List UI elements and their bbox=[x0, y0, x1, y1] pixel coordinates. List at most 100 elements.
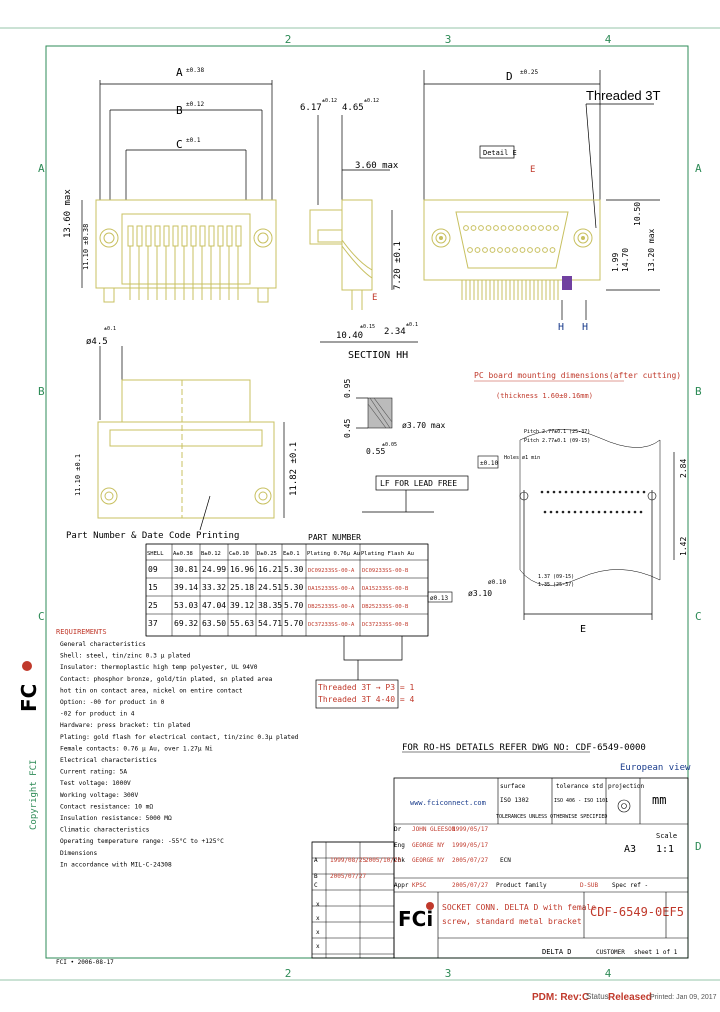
dim-0-55: 0.55 bbox=[366, 447, 385, 456]
sheet-size: A3 bbox=[624, 844, 636, 855]
dim-0-95: 0.95 bbox=[343, 379, 352, 398]
pin-socket bbox=[235, 225, 242, 247]
product-family-label: Product family bbox=[496, 882, 547, 889]
contact-hole bbox=[504, 247, 511, 253]
rev-date-3: 2005/10/20 bbox=[365, 857, 402, 864]
grid-row-left-b: B bbox=[38, 385, 45, 398]
contact-hole bbox=[482, 247, 488, 253]
contact-hole bbox=[530, 225, 537, 231]
status-value: Released bbox=[608, 992, 652, 1003]
svg-text:FCi: FCi bbox=[398, 907, 433, 931]
note-line: Female contacts: 0.76 µ Au, over 1.27µ N… bbox=[60, 745, 213, 752]
dim-2-34-tol: ±0.1 bbox=[406, 322, 418, 328]
pcb-pitch2: Pitch 2.77±0.1 (09-15) bbox=[524, 438, 590, 444]
table-cell: 38.35 bbox=[258, 601, 282, 610]
contact-hole bbox=[542, 247, 548, 253]
note-line: hot tin on contact area, nickel on entir… bbox=[60, 687, 243, 694]
pcb-hole bbox=[618, 490, 622, 494]
pin-socket bbox=[217, 225, 224, 247]
table-cell: 54.71 bbox=[258, 619, 282, 628]
rev-cross: x bbox=[316, 915, 320, 922]
dim-b-tol: ±0.12 bbox=[186, 101, 204, 108]
pcb-hole bbox=[567, 510, 571, 514]
drawn-date: 1999/05/17 bbox=[452, 826, 489, 833]
pcb-dim-2-84: 2.84 bbox=[679, 459, 688, 478]
pin-socket bbox=[172, 225, 179, 247]
rev-cross: x bbox=[316, 943, 320, 950]
dim-13-60: 13.60 max bbox=[63, 189, 73, 238]
dim-6-17-tol: ±0.12 bbox=[322, 98, 337, 104]
note-line: Insulator: thermoplastic high temp polye… bbox=[60, 664, 258, 671]
table-cell: 47.04 bbox=[202, 601, 226, 610]
eng-name: GEORGE NY bbox=[412, 842, 445, 849]
label-h-left: H bbox=[558, 322, 564, 333]
detail-e-label: Detail E bbox=[483, 149, 517, 157]
pcb-hole bbox=[573, 510, 577, 514]
dim-4-5: ø4.5 bbox=[86, 337, 108, 347]
printed-date: Printed: Jan 09, 2017 bbox=[650, 994, 717, 1001]
drawn-name: JOHN GLEESON bbox=[412, 826, 456, 833]
chk-date: 2005/07/27 bbox=[452, 857, 489, 864]
dim-b-label: B bbox=[176, 104, 183, 117]
pcb-hole bbox=[564, 490, 568, 494]
note-line: Working voltage: 300V bbox=[60, 792, 139, 799]
table-cell: 24.51 bbox=[258, 583, 282, 592]
pcb-dim-1-42: 1.42 bbox=[679, 537, 688, 556]
pcb-hole bbox=[579, 510, 583, 514]
pcb-hole bbox=[591, 510, 595, 514]
contact-hole bbox=[538, 225, 544, 231]
pcb-layout: PC board mounting dimensions(after cutti… bbox=[427, 371, 688, 635]
spec-ref: Spec ref - bbox=[612, 882, 648, 889]
rev-date-1: 1999/08/25 bbox=[330, 857, 367, 864]
top-view: A ±0.38 B ±0.12 C ±0.1 13.60 max 11.10 ±… bbox=[63, 66, 277, 303]
contact-hole bbox=[489, 247, 496, 253]
note-line: General characteristics bbox=[60, 641, 146, 648]
contact-hole bbox=[545, 225, 552, 231]
pdm-rev: PDM: Rev:C bbox=[532, 992, 590, 1003]
grid-row-right-c: C bbox=[695, 610, 702, 623]
table-cell: DC37233SS-00-A bbox=[308, 622, 355, 628]
contact-hole bbox=[478, 225, 484, 231]
pin-socket bbox=[190, 225, 197, 247]
pcb-pitch1: Pitch 2.77±0.1 (25-37) bbox=[524, 429, 590, 435]
fci-logo: FCi bbox=[398, 902, 434, 931]
table-cell: 09 bbox=[148, 565, 158, 574]
table-header: D±0.25 bbox=[257, 551, 277, 557]
pcb-hole bbox=[561, 510, 565, 514]
dim-3-70-max: ø3.70 max bbox=[402, 421, 446, 430]
pcb-hole bbox=[540, 490, 544, 494]
note-line: In accordance with MIL-C-24308 bbox=[60, 861, 172, 868]
table-cell: DC37233SS-00-B bbox=[362, 622, 409, 628]
dim-10-40: 10.40 bbox=[336, 331, 363, 341]
product-family: D-SUB bbox=[580, 882, 598, 889]
tolerance-std: tolerance std bbox=[556, 783, 603, 790]
dim-0-45: 0.45 bbox=[343, 419, 352, 438]
table-cell: DB25233SS-00-B bbox=[362, 604, 409, 610]
grid-col-top-3: 3 bbox=[445, 33, 452, 46]
pcb-hole bbox=[576, 490, 580, 494]
pin-socket bbox=[226, 225, 233, 247]
appr-name: KPSC bbox=[412, 882, 427, 889]
section-hh: SECTION HH bbox=[348, 350, 408, 361]
table-cell: 30.81 bbox=[174, 565, 198, 574]
requirements-notes: REQUIREMENTS General characteristicsShel… bbox=[56, 628, 299, 868]
pcb-hole bbox=[594, 490, 598, 494]
table-cell: DA15233SS-00-B bbox=[362, 586, 409, 592]
pcb-hole bbox=[609, 510, 613, 514]
pcb-thickness: (thickness 1.60±0.16mm) bbox=[496, 392, 593, 400]
pcb-hole bbox=[570, 490, 574, 494]
pcb-hole bbox=[555, 510, 559, 514]
pcb-title: PC board mounting dimensions(after cutti… bbox=[474, 371, 681, 380]
table-cell: 5.30 bbox=[284, 565, 303, 574]
table-cell: 69.32 bbox=[174, 619, 198, 628]
contact-hole bbox=[553, 225, 559, 231]
title-line-1: SOCKET CONN. DELTA D with female bbox=[442, 903, 596, 912]
grid-col-top-2: 2 bbox=[285, 33, 292, 46]
pcb-hole bbox=[546, 490, 550, 494]
side-view: 6.17 ±0.12 4.65 ±0.12 3.60 max E 7.20 ±0… bbox=[300, 98, 418, 361]
pin-socket bbox=[163, 225, 170, 247]
contact-hole bbox=[523, 225, 529, 231]
part-table-title: PART NUMBER bbox=[308, 533, 361, 542]
note-line: Contact: phosphor bronze, gold/tin plate… bbox=[60, 676, 273, 683]
